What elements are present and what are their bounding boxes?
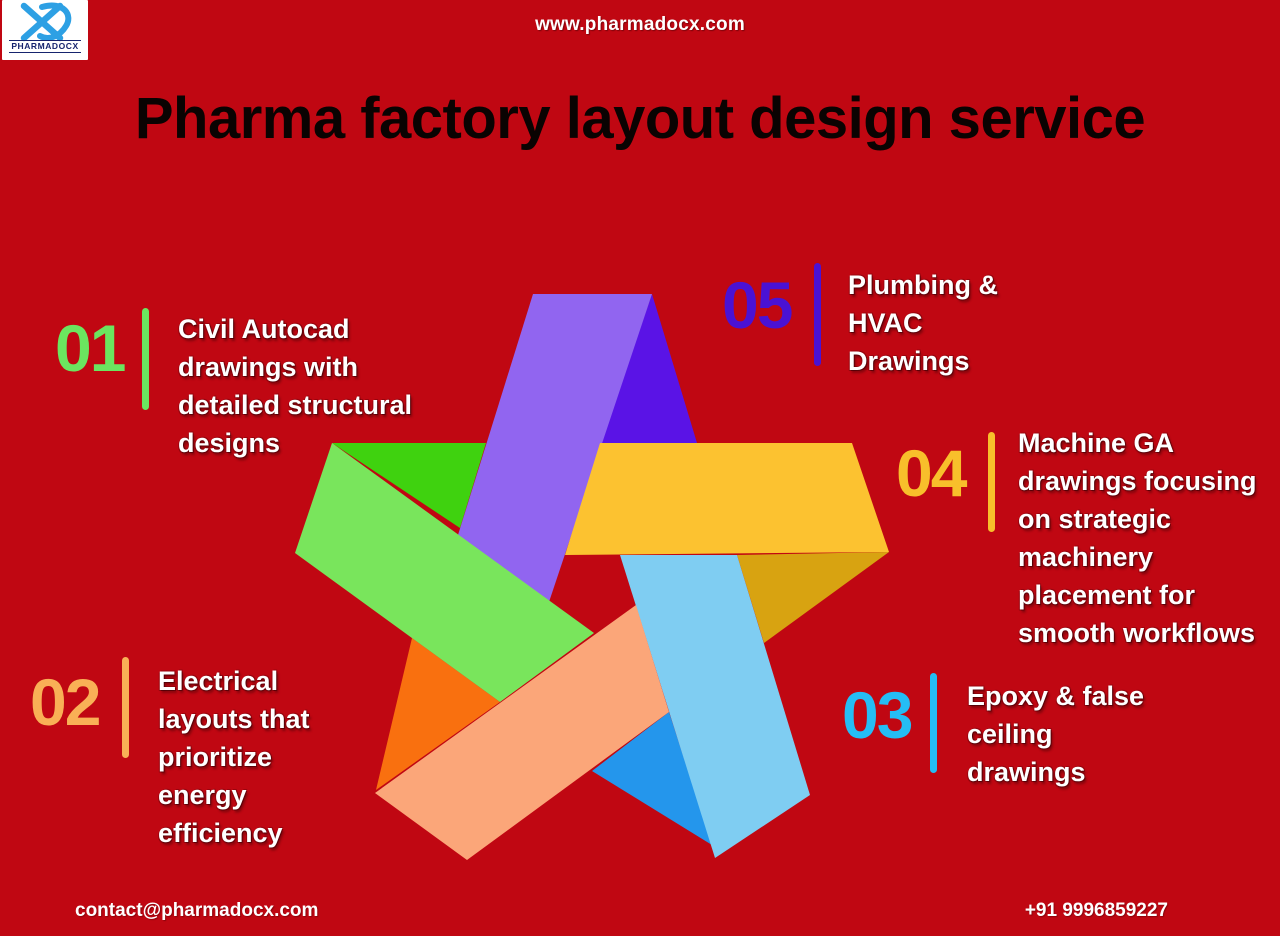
- item-02-number: 02: [30, 665, 101, 739]
- service-item-02: 02 Electrical layouts that prioritize en…: [30, 657, 390, 887]
- item-05-label: Plumbing & HVAC Drawings: [848, 270, 998, 376]
- item-04-number: 04: [896, 436, 967, 510]
- ribbon-blue-dark: [592, 712, 712, 845]
- ribbon-orange-dark: [376, 638, 500, 790]
- item-05-number: 05: [722, 268, 793, 342]
- item-04-divider-bar: [988, 432, 995, 532]
- ribbon-yellow-dark: [737, 552, 889, 643]
- item-01-divider-bar: [142, 308, 149, 410]
- contact-phone: +91 9996859227: [1024, 900, 1168, 921]
- contact-email: contact@pharmadocx.com: [75, 900, 319, 921]
- item-02-divider-bar: [122, 657, 129, 758]
- ribbon-purple-light: [458, 294, 652, 602]
- item-01-label: Civil Autocad drawings with detailed str…: [178, 314, 413, 458]
- ribbon-purple-dark: [600, 294, 697, 443]
- ribbon-green-dark: [332, 443, 486, 528]
- ribbon-blue-light: [620, 555, 810, 858]
- service-item-01: 01 Civil Autocad drawings with detailed …: [55, 308, 475, 488]
- ribbon-peach-light: [375, 605, 669, 860]
- brand-logo: PHARMADOCX: [2, 0, 88, 60]
- item-05-divider-bar: [814, 263, 821, 366]
- ribbon-green-light: [295, 443, 594, 702]
- ribbon-yellow-light: [565, 443, 889, 555]
- item-04-label: Machine GA drawings focusing on strategi…: [1018, 428, 1257, 648]
- item-02-label: Electrical layouts that prioritize energ…: [158, 666, 310, 848]
- pharmadocx-xd-logo-icon: [20, 2, 72, 42]
- page-title: Pharma factory layout design service: [134, 86, 1146, 151]
- item-01-number: 01: [55, 311, 126, 385]
- service-item-05: 05 Plumbing & HVAC Drawings: [722, 263, 1142, 423]
- service-item-03: 03 Epoxy & false ceiling drawings: [842, 673, 1262, 833]
- item-03-divider-bar: [930, 673, 937, 773]
- item-03-number: 03: [842, 678, 913, 752]
- service-item-04: 04 Machine GA drawings focusing on strat…: [896, 428, 1276, 672]
- brand-name: PHARMADOCX: [9, 40, 81, 53]
- item-03-label: Epoxy & false ceiling drawings: [967, 681, 1145, 787]
- website-url: www.pharmadocx.com: [535, 14, 745, 35]
